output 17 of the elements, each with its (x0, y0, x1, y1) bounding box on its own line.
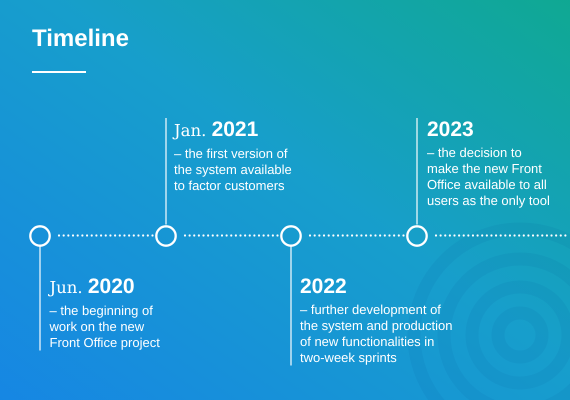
event-description: – further development of the system and production of new functionalities in two-week sprints (300, 302, 454, 366)
leader-line (39, 246, 41, 350)
year-heading: Jun. 2020 (50, 274, 135, 300)
year-heading: Jan. 2021 (174, 118, 258, 143)
event-description: – the first version of the system available to factor customers (174, 146, 293, 194)
milestone-circle (155, 224, 177, 246)
page-title: Timeline (32, 24, 129, 54)
milestone-circle (280, 224, 302, 246)
leader-line (165, 118, 167, 224)
year-heading: 2022 (300, 274, 347, 298)
milestone-circle (29, 224, 51, 246)
milestone-circle (406, 224, 428, 246)
event-description: – the decision to make the new Front Office available to all users as the only tool (427, 145, 551, 209)
event-description: – the beginning of work on the new Front Office project (50, 302, 161, 350)
year-heading: 2023 (427, 118, 474, 142)
leader-line (416, 118, 418, 224)
leader-line (290, 246, 292, 366)
